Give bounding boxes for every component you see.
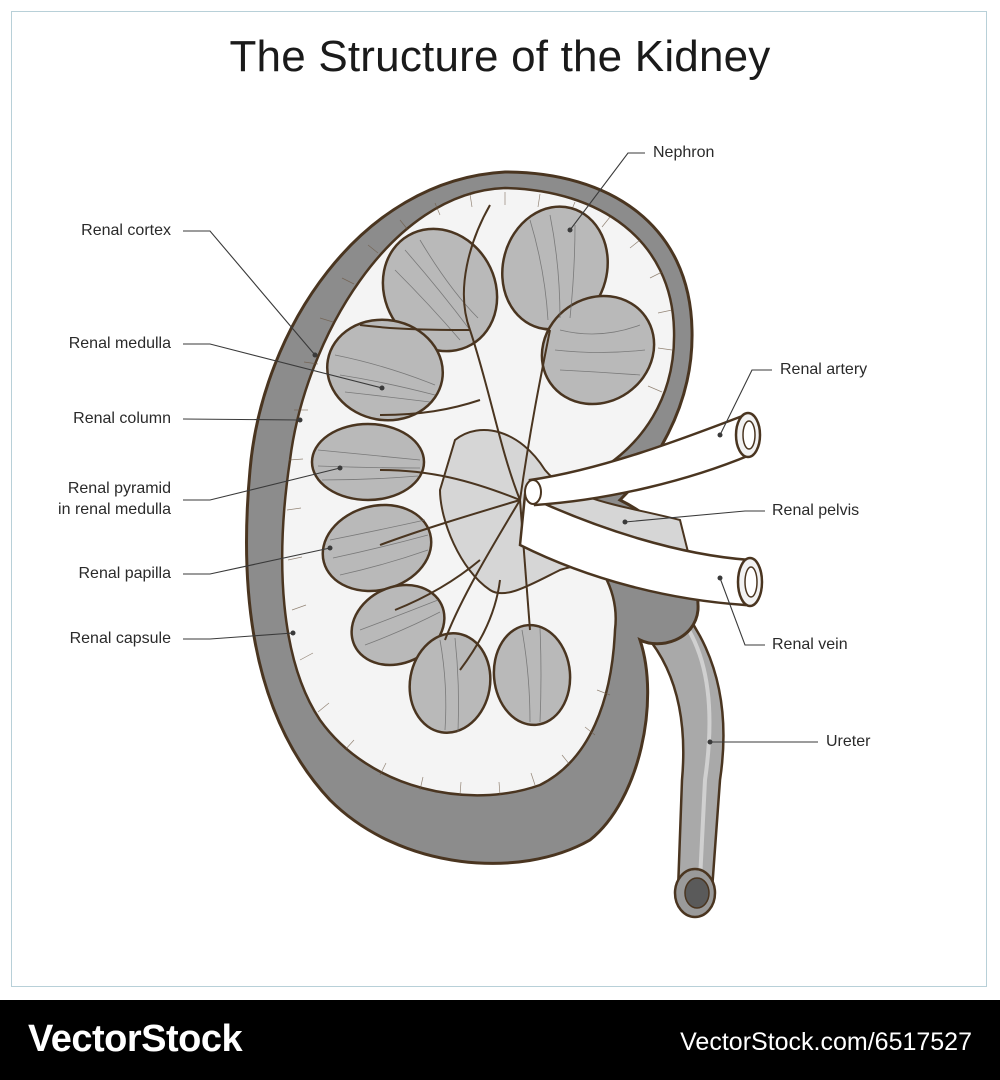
label-renal-capsule: Renal capsule [69, 630, 171, 647]
pyramid-7 [350, 583, 446, 667]
label-ureter: Ureter [826, 733, 871, 750]
label-renal-pelvis: Renal pelvis [772, 502, 860, 519]
label-nephron: Nephron [653, 144, 715, 161]
pyramid-3 [540, 294, 656, 406]
pyramid-9 [492, 623, 572, 727]
pyramid-5 [310, 422, 426, 502]
kidney-diagram [182, 152, 818, 919]
leader-lines [182, 152, 818, 743]
label-renal-column: Renal column [73, 410, 171, 427]
label-renal-artery: Renal artery [780, 361, 868, 378]
page-title: The Structure of the Kidney [229, 32, 771, 81]
label-renal-papilla: Renal papilla [78, 565, 171, 582]
label-renal-pyramid-line1: Renal pyramid [67, 480, 171, 497]
label-renal-pyramid-line2: in renal medulla [58, 501, 171, 518]
pyramid-8 [408, 632, 492, 734]
pyramid-2 [501, 205, 609, 331]
watermark-url: VectorStock.com/6517527 [680, 1028, 972, 1056]
watermark-bar: VectorStock VectorStock.com/6517527 [0, 1000, 1000, 1080]
watermark-brand: VectorStock [28, 1018, 243, 1060]
label-renal-medulla: Renal medulla [68, 335, 171, 352]
label-renal-cortex: Renal cortex [81, 222, 171, 239]
renal-pyramids [310, 205, 656, 734]
label-renal-vein: Renal vein [772, 636, 848, 653]
pyramid-4 [325, 318, 445, 422]
